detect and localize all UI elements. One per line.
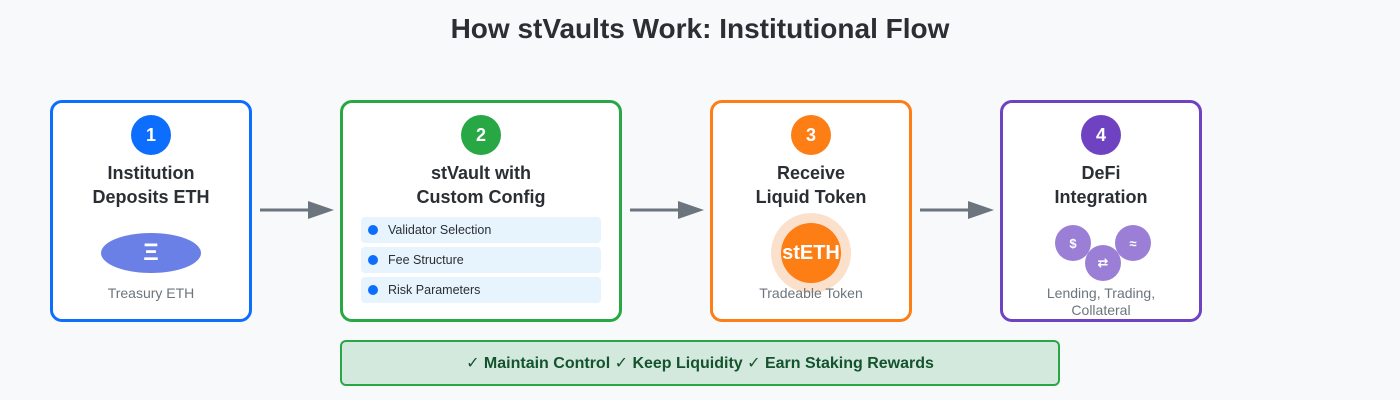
step-4-caption: Lending, Trading, Collateral [1046, 285, 1156, 318]
step-2-badge: 2 [461, 115, 501, 155]
arrow-1-to-2 [260, 201, 334, 219]
bullet-icon [368, 285, 378, 295]
step-2-card: 2 stVault with Custom Config Validator S… [340, 100, 622, 322]
arrow-3-to-4 [920, 201, 994, 219]
arrow-2-to-3 [630, 201, 704, 219]
benefits-banner: ✓ Maintain Control ✓ Keep Liquidity ✓ Ea… [340, 340, 1060, 386]
step-1-title: Institution Deposits ETH [92, 163, 210, 207]
swap-icon: ⇄ [1085, 245, 1121, 281]
config-item: Risk Parameters [361, 277, 601, 303]
steth-token-label: stETH [781, 223, 841, 283]
waves-icon: ≈ [1115, 225, 1151, 261]
step-3-badge: 3 [791, 115, 831, 155]
step-4-badge: 4 [1081, 115, 1121, 155]
dollar-icon: $ [1055, 225, 1091, 261]
config-list: Validator Selection Fee Structure Risk P… [361, 217, 601, 307]
bullet-icon [368, 225, 378, 235]
step-3-title: Receive Liquid Token [755, 163, 867, 207]
step-2-title: stVault with Custom Config [416, 163, 546, 207]
config-item: Fee Structure [361, 247, 601, 273]
step-1-badge: 1 [131, 115, 171, 155]
eth-icon: Ξ [101, 233, 201, 273]
bullet-icon [368, 255, 378, 265]
config-item: Validator Selection [361, 217, 601, 243]
steth-token-icon: stETH [771, 213, 851, 293]
step-4-title: DeFi Integration [1054, 163, 1148, 207]
step-1-caption: Treasury ETH [107, 285, 195, 301]
step-3-caption: Tradeable Token [759, 285, 863, 301]
step-1-card: 1 Institution Deposits ETH Ξ Treasury ET… [50, 100, 252, 322]
step-3-card: 3 Receive Liquid Token stETH Tradeable T… [710, 100, 912, 322]
step-4-card: 4 DeFi Integration $ ≈ ⇄ Lending, Tradin… [1000, 100, 1202, 322]
diagram-title: How stVaults Work: Institutional Flow [450, 13, 950, 44]
